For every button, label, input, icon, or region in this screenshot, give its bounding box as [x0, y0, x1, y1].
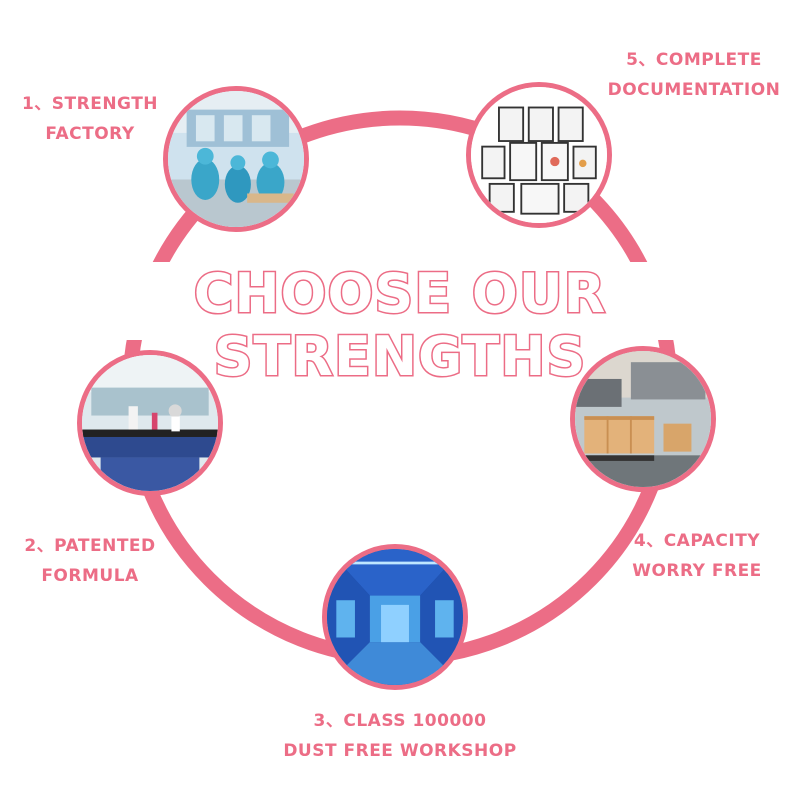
certificates-photo: [466, 82, 612, 228]
strength-5-line1: 5、COMPLETE: [626, 50, 762, 70]
strength-label-4: 4、CAPACITY WORRY FREE: [612, 526, 782, 586]
strength-label-1: 1、STRENGTH FACTORY: [5, 89, 175, 149]
strength-1-line1: 1、STRENGTH: [21, 94, 159, 114]
page-title: CHOOSE OUR STRENGTHS: [192, 261, 607, 390]
dust-free-workshop-photo: [322, 544, 468, 690]
strength-5-line2: DOCUMENTATION: [607, 80, 781, 100]
strength-4-line2: WORRY FREE: [632, 561, 762, 581]
strength-3-line2: DUST FREE WORKSHOP: [283, 741, 517, 761]
strength-2-line1: 2、PATENTED: [24, 536, 156, 556]
laboratory-photo: [77, 350, 223, 496]
strength-label-2: 2、PATENTED FORMULA: [5, 531, 175, 591]
factory-workers-photo: [163, 86, 309, 232]
title-band: [0, 262, 800, 340]
strength-label-5: 5、COMPLETE DOCUMENTATION: [594, 45, 794, 105]
strength-label-3: 3、CLASS 100000 DUST FREE WORKSHOP: [250, 706, 550, 766]
strength-3-line1: 3、CLASS 100000: [313, 711, 487, 731]
strength-1-line2: FACTORY: [45, 124, 135, 144]
strength-4-line1: 4、CAPACITY: [633, 531, 761, 551]
strength-2-line2: FORMULA: [41, 566, 139, 586]
warehouse-pallets-photo: [570, 346, 716, 492]
